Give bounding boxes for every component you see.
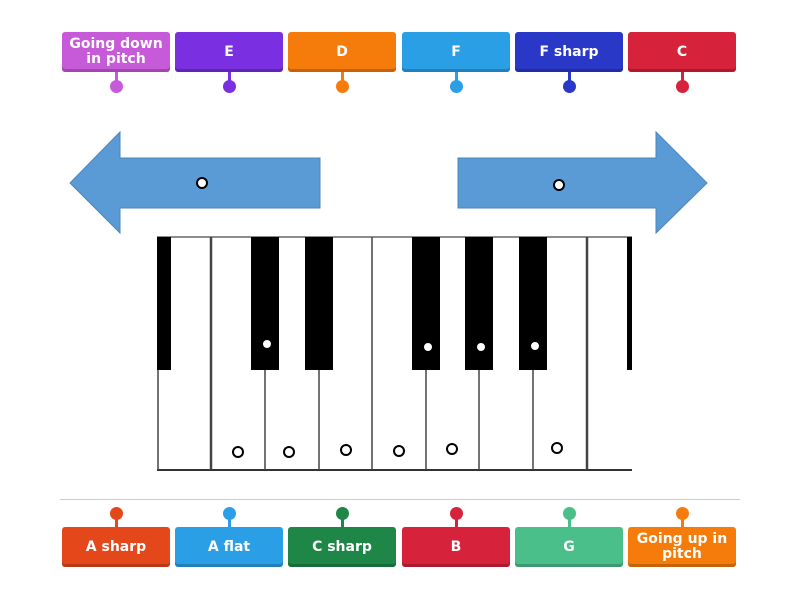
drop-target-white-key[interactable]: [393, 445, 405, 457]
label-tile[interactable]: B: [402, 527, 510, 567]
drop-target-right-arrow[interactable]: [553, 179, 565, 191]
pin-stem: [568, 72, 571, 81]
label-tile[interactable]: C: [628, 32, 736, 72]
drop-target-white-key[interactable]: [446, 443, 458, 455]
pin-stem: [341, 518, 344, 527]
label-tile-text: D: [336, 43, 348, 60]
pin-icon: [336, 507, 349, 520]
pin-icon: [450, 507, 463, 520]
label-tile-text: C: [676, 43, 688, 60]
pin-stem: [341, 72, 344, 81]
pin-icon: [110, 80, 123, 93]
label-tile-text: A sharp: [85, 538, 147, 555]
pin-stem: [115, 72, 118, 81]
pin-stem: [228, 72, 231, 81]
label-tile[interactable]: F sharp: [515, 32, 623, 72]
label-tile[interactable]: E: [175, 32, 283, 72]
drop-target-black-key[interactable]: [529, 340, 541, 352]
label-tile-text: Going down in pitch: [69, 36, 163, 67]
pin-icon: [676, 507, 689, 520]
drop-target-white-key[interactable]: [340, 444, 352, 456]
pin-icon: [223, 507, 236, 520]
drop-target-black-key[interactable]: [475, 341, 487, 353]
pin-icon: [450, 80, 463, 93]
drop-target-left-arrow[interactable]: [196, 177, 208, 189]
label-tile[interactable]: F: [402, 32, 510, 72]
label-tile[interactable]: A flat: [175, 527, 283, 567]
pin-icon: [563, 507, 576, 520]
pin-icon: [336, 80, 349, 93]
pin-stem: [455, 518, 458, 527]
label-tile-text: Going up in pitch: [636, 531, 728, 562]
pin-icon: [563, 80, 576, 93]
pin-icon: [676, 80, 689, 93]
pin-stem: [455, 72, 458, 81]
label-tile[interactable]: A sharp: [62, 527, 170, 567]
label-tile-text: B: [450, 538, 462, 555]
left-arrow: [69, 130, 321, 235]
pin-stem: [228, 518, 231, 527]
label-tile[interactable]: Going up in pitch: [628, 527, 736, 567]
divider: [60, 499, 740, 500]
right-arrow: [457, 130, 708, 235]
label-tile[interactable]: C sharp: [288, 527, 396, 567]
label-tile[interactable]: Going down in pitch: [62, 32, 170, 72]
pin-stem: [115, 518, 118, 527]
label-tile-text: E: [224, 43, 234, 60]
pin-stem: [681, 72, 684, 81]
label-tile-text: G: [563, 538, 575, 555]
label-tile[interactable]: D: [288, 32, 396, 72]
label-tile-text: F sharp: [539, 43, 599, 60]
label-tile-text: F: [451, 43, 461, 60]
drop-target-white-key[interactable]: [551, 442, 563, 454]
drop-target-black-key[interactable]: [422, 341, 434, 353]
drop-target-white-key[interactable]: [232, 446, 244, 458]
pin-stem: [681, 518, 684, 527]
label-tile-text: A flat: [207, 538, 251, 555]
pin-stem: [568, 518, 571, 527]
drop-target-white-key[interactable]: [283, 446, 295, 458]
label-tile-text: C sharp: [312, 538, 372, 555]
piano-keyboard: [157, 236, 632, 471]
drop-target-black-key[interactable]: [261, 338, 273, 350]
pin-icon: [223, 80, 236, 93]
pin-icon: [110, 507, 123, 520]
label-tile[interactable]: G: [515, 527, 623, 567]
